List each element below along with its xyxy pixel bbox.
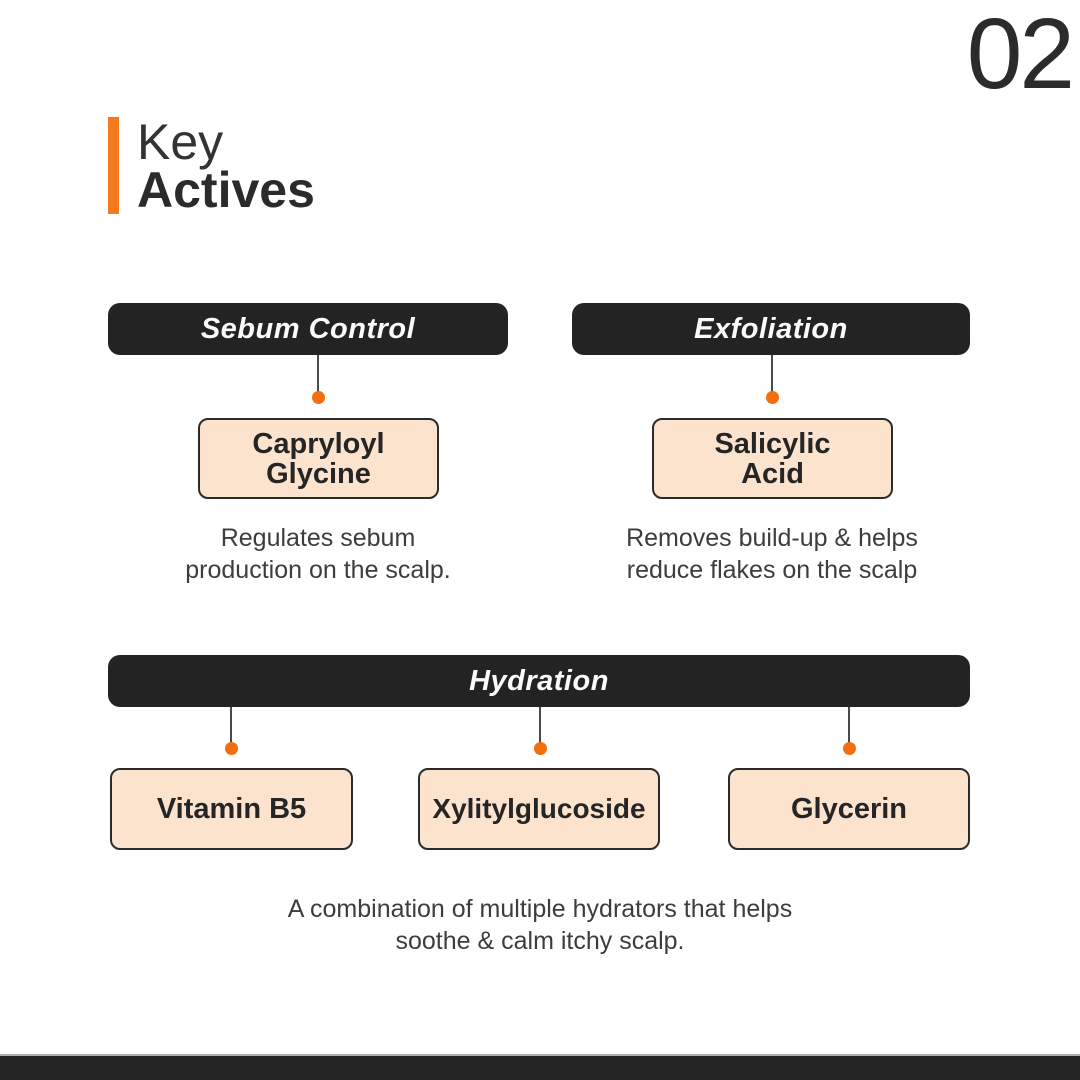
description-sebum-control: Regulates sebum production on the scalp. <box>185 524 451 584</box>
connector-dot <box>843 742 856 755</box>
active-box-vitamin-b5: Vitamin B5 <box>110 768 353 850</box>
connector-line <box>848 707 850 744</box>
section-header-pill-exfoliation: Exfoliation <box>572 303 970 355</box>
page-title: Key Actives <box>137 114 315 218</box>
active-box-xylitylglucoside: Xylitylglucoside <box>418 768 660 850</box>
title-line-light: Key <box>137 114 224 170</box>
connector-line <box>317 355 319 393</box>
section-header-pill-hydration: Hydration <box>108 655 970 707</box>
connector-line <box>771 355 773 393</box>
connector-dot <box>766 391 779 404</box>
connector-dot <box>312 391 325 404</box>
active-box-capryloyl-glycine: Capryloyl Glycine <box>198 418 439 499</box>
connector-dot <box>534 742 547 755</box>
description-hydration: A combination of multiple hydrators that… <box>287 895 793 955</box>
title-line-bold: Actives <box>137 162 315 218</box>
description-exfoliation: Removes build-up & helps reduce flakes o… <box>626 524 918 584</box>
title-accent-bar <box>108 117 119 214</box>
connector-dot <box>225 742 238 755</box>
page-number: 02 <box>966 0 1075 110</box>
active-box-glycerin: Glycerin <box>728 768 970 850</box>
active-box-salicylic-acid: Salicylic Acid <box>652 418 893 499</box>
connector-line <box>230 707 232 744</box>
footer-divider-line <box>0 1054 1080 1056</box>
connector-line <box>539 707 541 744</box>
footer-bar <box>0 1056 1080 1080</box>
section-header-pill-sebum-control: Sebum Control <box>108 303 508 355</box>
